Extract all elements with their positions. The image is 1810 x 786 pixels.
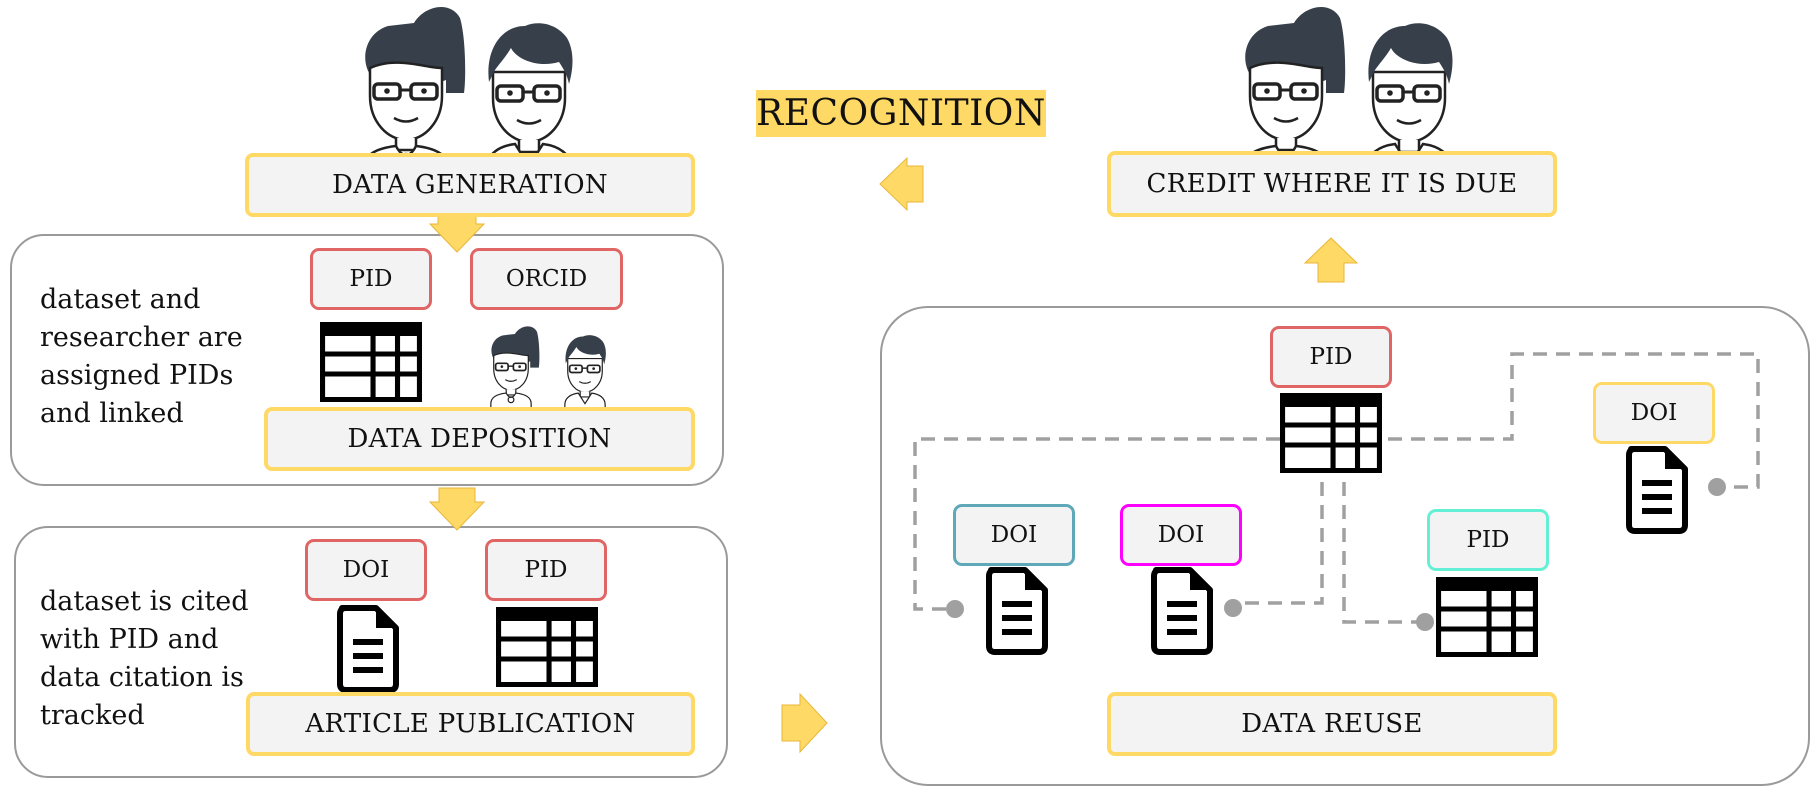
dataset-table-icon	[1436, 577, 1538, 657]
description-line: and linked	[40, 398, 184, 429]
dataset-table-icon	[496, 607, 598, 687]
dataset-table-icon	[1280, 393, 1382, 473]
arrow-right-icon	[781, 692, 828, 754]
dataset-table-icon	[320, 322, 422, 402]
arrow-down-icon	[428, 211, 486, 253]
description-line: dataset and	[40, 284, 201, 315]
tag-doi: DOI	[1593, 382, 1715, 444]
arrow-down-icon	[428, 487, 486, 531]
publication-description: dataset is cited with PID and data citat…	[40, 583, 249, 735]
recognition-label: RECOGNITION	[756, 90, 1046, 137]
description-line: assigned PIDs	[40, 360, 234, 391]
tag-pid: PID	[1427, 509, 1549, 571]
tag-orcid: ORCID	[470, 248, 623, 310]
stage-article-publication: ARTICLE PUBLICATION	[246, 692, 695, 756]
stage-data-deposition: DATA DEPOSITION	[264, 407, 695, 471]
tag-doi: DOI	[305, 539, 427, 601]
description-line: tracked	[40, 700, 145, 731]
tag-pid: PID	[485, 539, 607, 601]
arrow-up-icon	[1303, 237, 1359, 283]
document-icon	[1154, 570, 1210, 652]
deposition-description: dataset and researcher are assigned PIDs…	[40, 281, 243, 433]
arrow-left-icon	[879, 156, 924, 212]
tag-doi: DOI	[953, 504, 1075, 566]
description-line: researcher are	[40, 322, 243, 353]
tag-doi: DOI	[1120, 504, 1242, 566]
tag-pid: PID	[310, 248, 432, 310]
document-icon	[1629, 449, 1685, 531]
tag-pid: PID	[1270, 326, 1392, 388]
description-line: with PID and	[40, 624, 219, 655]
description-line: data citation is	[40, 662, 244, 693]
stage-data-reuse: DATA REUSE	[1107, 692, 1557, 756]
document-icon	[989, 570, 1045, 652]
document-icon	[340, 608, 396, 690]
stage-data-generation: DATA GENERATION	[245, 153, 695, 217]
description-line: dataset is cited	[40, 586, 249, 617]
stage-credit: CREDIT WHERE IT IS DUE	[1107, 151, 1557, 217]
